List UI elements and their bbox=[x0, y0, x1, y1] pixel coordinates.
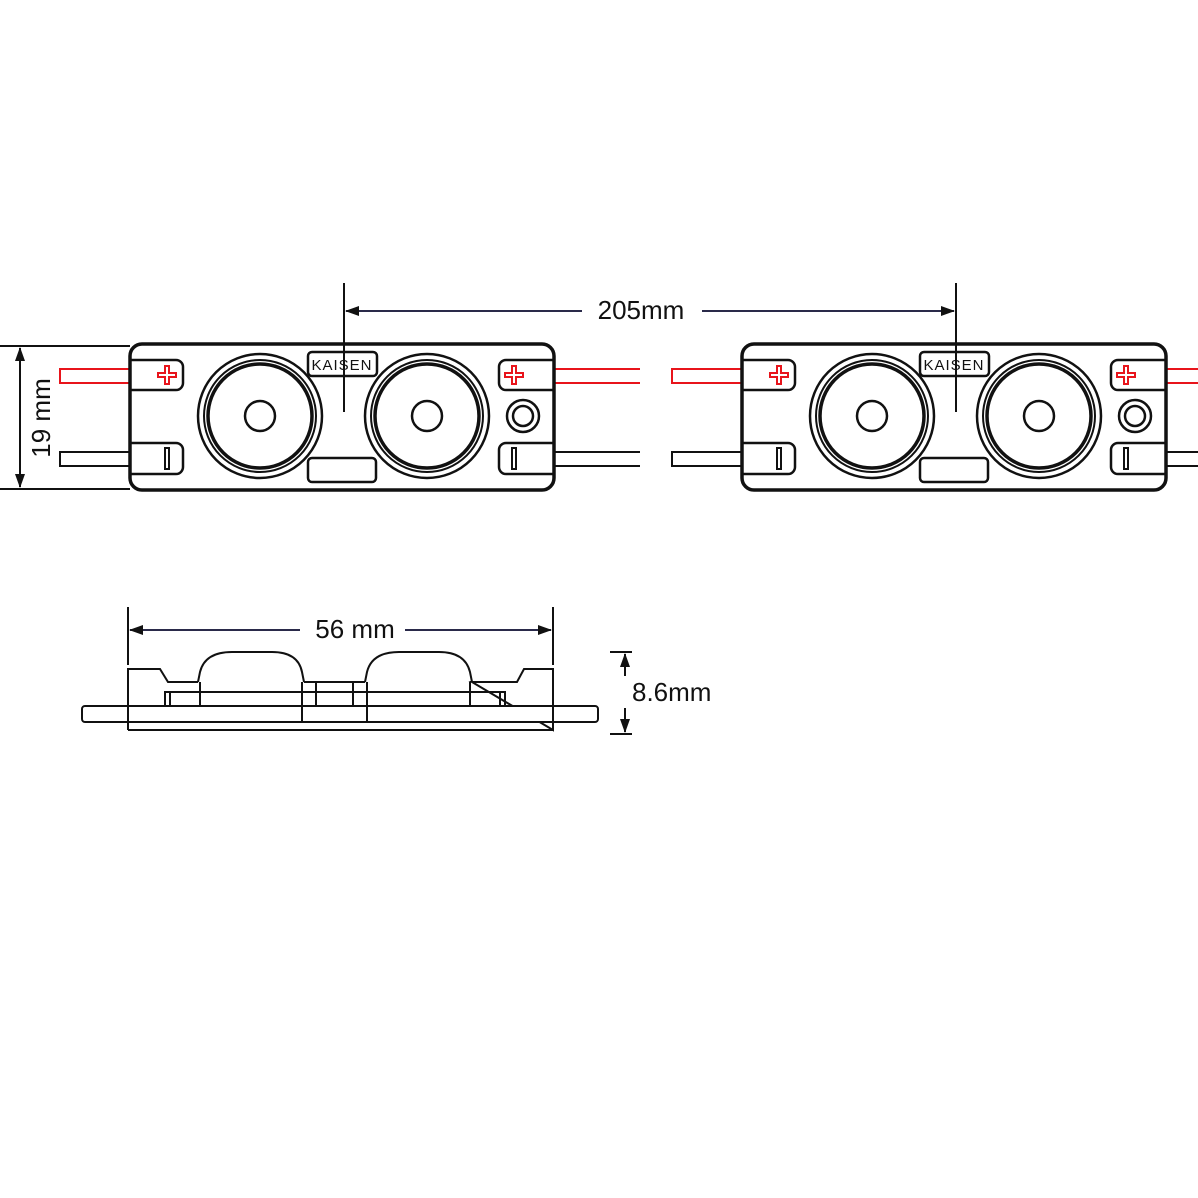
height-dimension bbox=[0, 345, 130, 490]
height-label: 19 mm bbox=[26, 378, 56, 457]
length-label: 56 mm bbox=[315, 614, 394, 644]
spacing-label: 205mm bbox=[598, 295, 685, 325]
brand-label-left: KAISEN bbox=[311, 357, 372, 374]
side-view bbox=[81, 651, 599, 732]
led-module-left: KAISEN bbox=[58, 342, 642, 492]
thickness-label: 8.6mm bbox=[632, 677, 711, 707]
brand-label-right: KAISEN bbox=[923, 357, 984, 374]
spacing-dimension bbox=[343, 283, 957, 412]
length-dimension bbox=[127, 607, 554, 665]
thickness-dimension bbox=[610, 651, 632, 735]
led-module-right: KAISEN bbox=[670, 342, 1198, 492]
